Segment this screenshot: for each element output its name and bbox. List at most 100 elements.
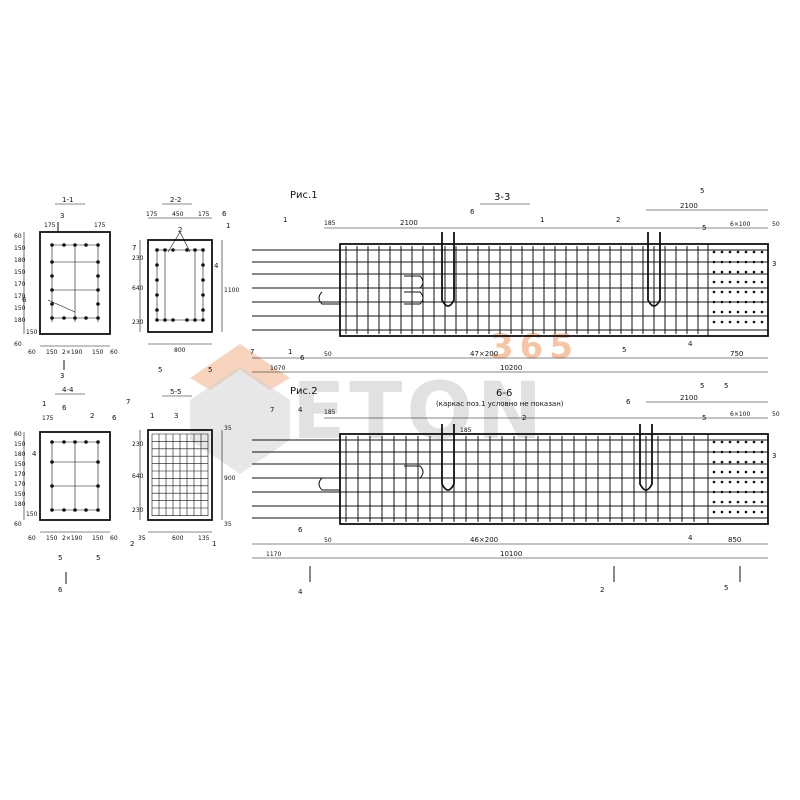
mesh-dot [736, 490, 740, 494]
dim-label: 170 [14, 293, 26, 300]
rebar-dot [201, 293, 205, 297]
rebar-dot [96, 243, 100, 247]
rebar-dot [201, 248, 205, 252]
callout-label: 1 [150, 412, 154, 420]
mesh-dot [744, 280, 748, 284]
callout-label: 5 [96, 554, 100, 562]
rebar-dot [201, 278, 205, 282]
dim-label: 10200 [500, 364, 522, 372]
figure-note: (каркас поз.1 условно не показан) [436, 400, 564, 408]
rebar-dot [96, 274, 100, 278]
dim-label: 60 [14, 233, 22, 240]
mesh-dot [736, 310, 740, 314]
dim-label: 50 [324, 537, 332, 544]
rebar-dot [155, 248, 159, 252]
mesh-dot [760, 260, 764, 264]
mesh-dot [760, 310, 764, 314]
cut-mark: 3 [60, 372, 64, 380]
dim-label: 175 [42, 415, 54, 422]
mesh-dot [752, 470, 756, 474]
watermark: ETON 365 [190, 327, 573, 474]
mesh-dot [744, 270, 748, 274]
mesh-dot [728, 490, 732, 494]
callout-label: 5 [702, 224, 706, 232]
callout-label: 4 [214, 262, 219, 270]
callout-label: 6 [470, 208, 475, 216]
dim-label: 150 [14, 245, 26, 252]
section-mark: 6-6 [496, 388, 512, 399]
dim-label: 2100 [680, 394, 698, 402]
mesh-dot [712, 280, 716, 284]
callout-label: 6 [222, 210, 227, 218]
dim-label: 50 [324, 351, 332, 358]
dim-label: 180 [14, 317, 26, 324]
mesh-dot [736, 260, 740, 264]
dim-label: 60 [110, 349, 118, 356]
rebar-dot [185, 248, 189, 252]
mesh-dot [728, 460, 732, 464]
mesh-dot [712, 270, 716, 274]
mesh-dot [720, 310, 724, 314]
mesh-dot [760, 440, 764, 444]
rebar-dot [50, 274, 54, 278]
rebar-dot [73, 243, 77, 247]
mesh-dot [720, 320, 724, 324]
rebar-dot [62, 243, 66, 247]
dim-label: 150 [14, 441, 26, 448]
mesh-dot [744, 450, 748, 454]
mesh-dot [712, 300, 716, 304]
cut-mark: 3 [60, 212, 64, 220]
dim-label: 10100 [500, 550, 522, 558]
mesh-dot [736, 440, 740, 444]
rebar-dot [185, 318, 189, 322]
mesh-dot [720, 500, 724, 504]
dim-label: 35 [224, 425, 232, 432]
mesh-dot [752, 280, 756, 284]
mesh-dot [736, 460, 740, 464]
rebar-dot [50, 460, 54, 464]
mesh-dot [736, 470, 740, 474]
dim-label: 2×190 [62, 535, 82, 542]
dim-label: 47×200 [470, 350, 498, 358]
rebar-dot [155, 318, 159, 322]
mesh-dot [752, 440, 756, 444]
mesh-dot [720, 490, 724, 494]
mesh-dot [720, 290, 724, 294]
figure-label: Рис.2 [290, 386, 318, 397]
rebar-dot [96, 260, 100, 264]
mesh-dot [760, 480, 764, 484]
callout-label: 6 [298, 526, 303, 534]
mesh-dot [760, 270, 764, 274]
dim-label: 640 [132, 473, 144, 480]
callout-label: 5 [158, 366, 162, 374]
mesh-dot [736, 280, 740, 284]
figure-label: Рис.1 [290, 190, 318, 201]
dim-label: 150 [46, 535, 58, 542]
dim-label: 50 [772, 221, 780, 228]
dim-label: 60 [14, 431, 22, 438]
mesh-dot [744, 500, 748, 504]
mesh-dot [712, 310, 716, 314]
rebar-dot [62, 508, 66, 512]
dim-label: 46×200 [470, 536, 498, 544]
rebar-dot [73, 440, 77, 444]
dim-label: 150 [14, 269, 26, 276]
dim-label: 60 [110, 535, 118, 542]
mesh-dot [712, 460, 716, 464]
mesh-dot [720, 470, 724, 474]
rebar-dot [50, 484, 54, 488]
dim-label: 175 [44, 222, 56, 229]
mesh-dot [712, 470, 716, 474]
mesh-dot [712, 480, 716, 484]
mesh-dot [752, 460, 756, 464]
left-dims: 60 150 180 150 170 170 150 180 150 60 [14, 232, 38, 348]
mesh-dot [720, 300, 724, 304]
callout-label: 1 [212, 540, 216, 548]
dim-label: 230 [132, 441, 144, 448]
dim-label: 50 [772, 411, 780, 418]
rebar-dot [155, 293, 159, 297]
mesh-dot [728, 310, 732, 314]
callout-label: 5 [702, 414, 706, 422]
mesh-dot [720, 480, 724, 484]
mesh-dot [752, 490, 756, 494]
